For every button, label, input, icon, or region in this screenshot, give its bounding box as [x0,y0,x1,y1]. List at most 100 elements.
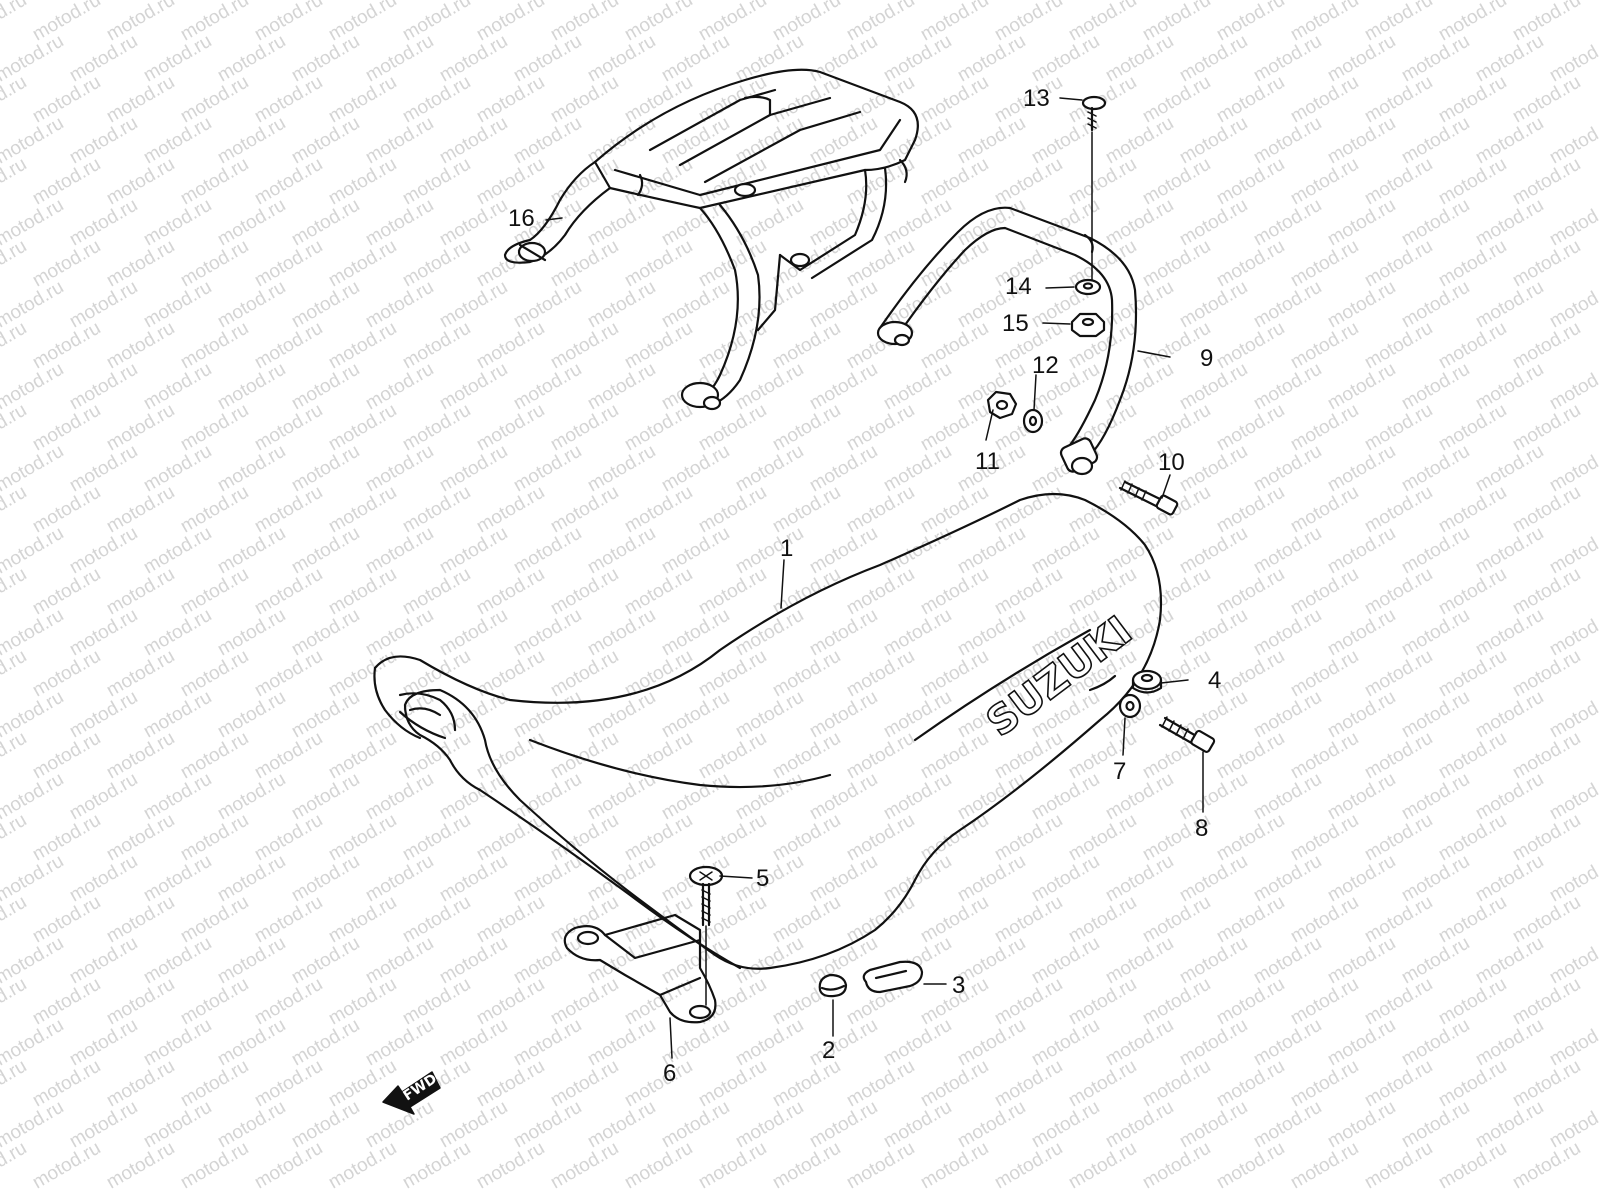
watermark-text: motod.ru [1250,359,1325,415]
callout-4: 4 [1208,667,1221,694]
watermark-text: motod.ru [103,646,178,702]
watermark-text: motod.ru [954,605,1029,661]
watermark-text: motod.ru [103,564,178,620]
watermark-text: motod.ru [177,974,252,1030]
watermark-text: motod.ru [991,564,1066,620]
watermark-text: motod.ru [177,72,252,128]
watermark-text: motod.ru [1250,1097,1325,1153]
watermark-text: motod.ru [732,359,807,415]
watermark-text: motod.ru [325,810,400,866]
watermark-text: motod.ru [1250,113,1325,169]
watermark-text: motod.ru [1435,400,1510,456]
watermark-text: motod.ru [954,1097,1029,1153]
watermark-text: motod.ru [1250,687,1325,743]
watermark-text: motod.ru [843,1056,918,1112]
watermark-text: motod.ru [29,1138,104,1194]
watermark-text: motod.ru [1398,277,1473,333]
watermark-text: motod.ru [1028,851,1103,907]
watermark-text: motod.ru [214,195,289,251]
watermark-text: motod.ru [66,113,141,169]
watermark-text: motod.ru [0,0,30,45]
watermark-text: motod.ru [1250,277,1325,333]
watermark-text: motod.ru [473,72,548,128]
watermark-text: motod.ru [177,1056,252,1112]
watermark-text: motod.ru [1287,974,1362,1030]
watermark-text: motod.ru [29,482,104,538]
watermark-text: motod.ru [1472,277,1547,333]
watermark-text: motod.ru [769,892,844,948]
watermark-text: motod.ru [510,769,585,825]
callout-1: 1 [780,535,793,562]
watermark-text: motod.ru [140,769,215,825]
watermark-text: motod.ru [1213,400,1288,456]
watermark-text: motod.ru [103,892,178,948]
watermark-text: motod.ru [695,482,770,538]
watermark-text: motod.ru [806,605,881,661]
watermark-text: motod.ru [1213,1056,1288,1112]
watermark-text: motod.ru [0,810,30,866]
watermark-text: motod.ru [1139,564,1214,620]
watermark-text: motod.ru [251,1056,326,1112]
watermark-text: motod.ru [1139,892,1214,948]
watermark-text: motod.ru [1250,769,1325,825]
watermark-text: motod.ru [621,1056,696,1112]
watermark-text: motod.ru [621,482,696,538]
watermark-text: motod.ru [66,1097,141,1153]
watermark-text: motod.ru [251,482,326,538]
watermark-text: motod.ru [0,728,30,784]
watermark-text: motod.ru [1139,0,1214,45]
watermark-text: motod.ru [399,892,474,948]
watermark-text: motod.ru [0,154,30,210]
watermark-text: motod.ru [1324,605,1399,661]
watermark-text: motod.ru [1398,441,1473,497]
watermark-text: motod.ru [251,72,326,128]
watermark-text: motod.ru [1250,933,1325,989]
watermark-text: motod.ru [1509,0,1584,45]
watermark-text: motod.ru [917,892,992,948]
watermark-text: motod.ru [473,892,548,948]
watermark-text: motod.ru [1028,1097,1103,1153]
watermark-text: motod.ru [1472,687,1547,743]
watermark-text: motod.ru [732,441,807,497]
watermark-text: motod.ru [288,31,363,87]
watermark-text: motod.ru [991,974,1066,1030]
watermark-text: motod.ru [325,236,400,292]
watermark-text: motod.ru [1398,851,1473,907]
watermark-text: motod.ru [1065,728,1140,784]
callout-12: 12 [1032,352,1059,379]
watermark-text: motod.ru [584,523,659,579]
watermark-text: motod.ru [325,646,400,702]
watermark-text: motod.ru [843,400,918,456]
watermark-text: motod.ru [1102,1015,1177,1071]
watermark-text: motod.ru [843,482,918,538]
watermark-text: motod.ru [547,0,622,45]
watermark-text: motod.ru [1213,1138,1288,1194]
watermark-text: motod.ru [1250,523,1325,579]
watermark-text: motod.ru [436,195,511,251]
watermark-text: motod.ru [436,851,511,907]
callout-8: 8 [1195,815,1208,842]
watermark-text: motod.ru [1250,851,1325,907]
watermark-text: motod.ru [1509,564,1584,620]
watermark-text: motod.ru [843,728,918,784]
watermark-text: motod.ru [1102,31,1177,87]
watermark-text: motod.ru [325,0,400,45]
watermark-text: motod.ru [1472,523,1547,579]
watermark-text: motod.ru [843,236,918,292]
watermark-text: motod.ru [658,277,733,333]
watermark-text: motod.ru [880,31,955,87]
watermark-text: motod.ru [880,605,955,661]
watermark-text: motod.ru [547,482,622,538]
part-screw-13 [1081,95,1107,281]
watermark-text: motod.ru [584,441,659,497]
watermark-text: motod.ru [1435,1138,1510,1194]
part-washer-7 [1118,693,1142,719]
watermark-text: motod.ru [1435,728,1510,784]
watermark-text: motod.ru [1361,72,1436,128]
watermark-text: motod.ru [288,195,363,251]
watermark-text: motod.ru [0,892,30,948]
watermark-text: motod.ru [66,195,141,251]
watermark-text: motod.ru [769,0,844,45]
watermark-text: motod.ru [436,523,511,579]
